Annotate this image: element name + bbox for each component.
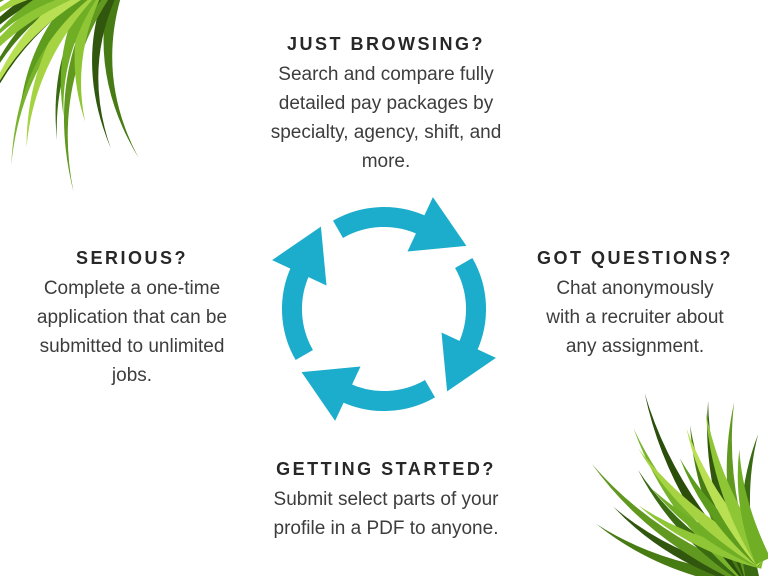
step-got-questions: GOT QUESTIONS? Chat anonymously with a r… bbox=[520, 245, 750, 361]
step-line: any assignment. bbox=[565, 336, 705, 357]
palm-blade bbox=[103, 0, 139, 158]
palm-frond bbox=[0, 0, 100, 148]
step-title: GOT QUESTIONS? bbox=[536, 248, 733, 268]
palm-blade bbox=[0, 0, 71, 47]
palm-frond bbox=[638, 412, 768, 569]
step-line: profile in a PDF to anyone. bbox=[273, 518, 499, 539]
step-line: Search and compare fully bbox=[278, 64, 494, 85]
step-title: SERIOUS? bbox=[75, 248, 188, 268]
step-just-browsing: JUST BROWSING? Search and compare fully … bbox=[239, 31, 533, 176]
step-line: Submit select parts of your bbox=[273, 489, 499, 510]
palm-blade bbox=[20, 0, 88, 104]
step-line: Chat anonymously bbox=[556, 278, 714, 299]
palm-blade bbox=[26, 0, 93, 148]
palm-blade bbox=[0, 0, 81, 81]
palm-blade bbox=[92, 0, 115, 149]
step-line: more. bbox=[361, 151, 411, 172]
cycle-arrow-left bbox=[272, 227, 326, 355]
step-line: Complete a one-time bbox=[43, 278, 221, 299]
palm-blade bbox=[0, 0, 28, 13]
palm-leaf-bottom-right-icon bbox=[592, 393, 768, 576]
step-line: specialty, agency, shift, and bbox=[270, 122, 502, 143]
step-title: JUST BROWSING? bbox=[286, 34, 485, 54]
step-line: application that can be bbox=[36, 307, 228, 328]
step-line: jobs. bbox=[111, 365, 153, 386]
palm-blade bbox=[596, 524, 754, 576]
cycle-arrow-bottom bbox=[302, 367, 430, 421]
palm-blade bbox=[60, 0, 97, 117]
palm-leaf-top-left-icon bbox=[0, 0, 139, 192]
palm-blade bbox=[0, 0, 5, 3]
palm-blade bbox=[74, 0, 100, 122]
step-line: submitted to unlimited bbox=[39, 336, 225, 357]
palm-blade bbox=[737, 449, 768, 565]
palm-blade bbox=[0, 0, 38, 25]
step-title: GETTING STARTED? bbox=[276, 459, 496, 479]
cycle-arrow-right bbox=[442, 263, 496, 391]
step-serious: SERIOUS? Complete a one-time application… bbox=[18, 245, 246, 390]
palm-blade bbox=[0, 0, 56, 34]
cycle-arrow-top bbox=[338, 197, 466, 251]
cycle-arrows-icon bbox=[254, 179, 514, 439]
step-getting-started: GETTING STARTED? Submit select parts of … bbox=[244, 456, 528, 543]
step-line: detailed pay packages by bbox=[278, 93, 494, 114]
step-line: with a recruiter about bbox=[546, 307, 724, 328]
